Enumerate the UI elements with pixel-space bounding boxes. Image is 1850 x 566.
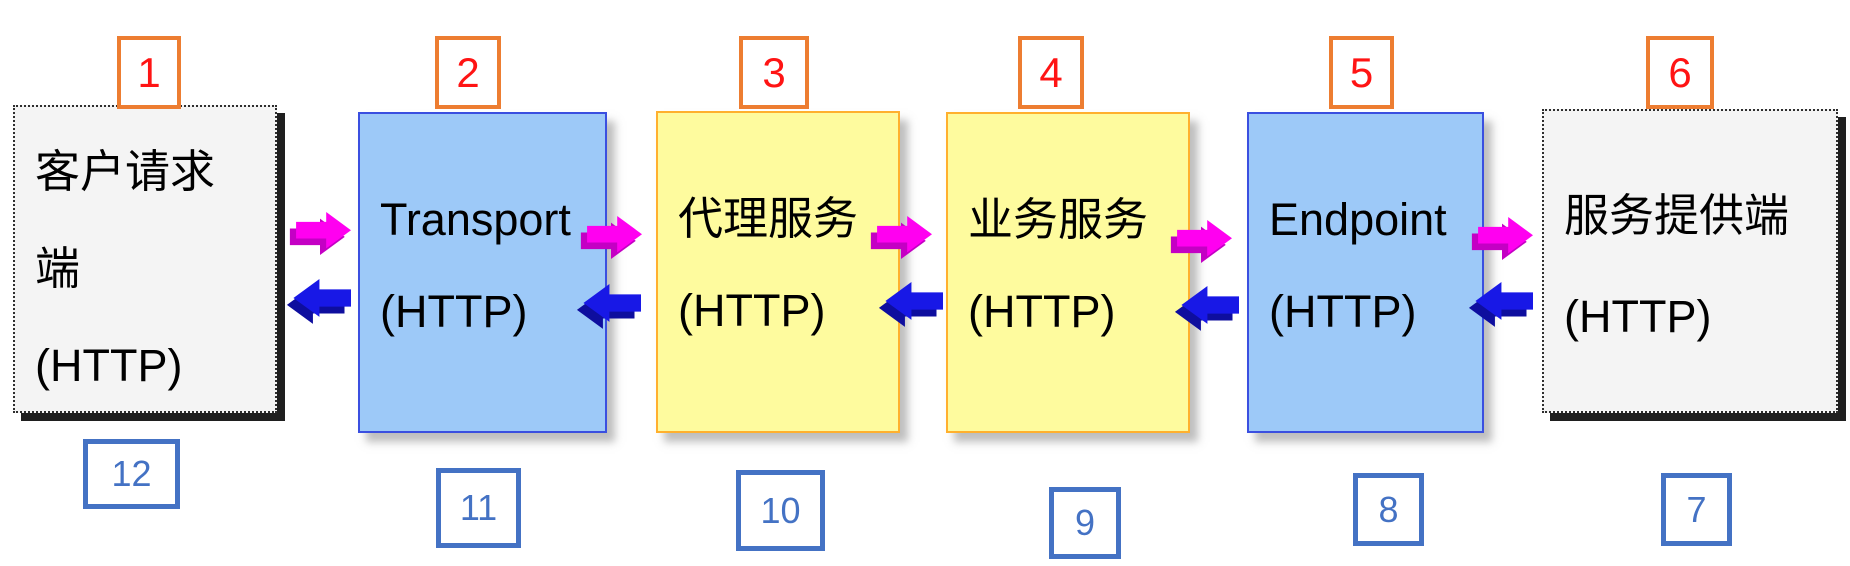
node-protocol-line: (HTTP) [380, 286, 528, 337]
node-protocol-line: (HTTP) [1564, 291, 1712, 342]
step-badge-bottom-7: 7 [1661, 473, 1732, 546]
step-badge-bottom-11: 11 [436, 468, 521, 548]
step-number: 12 [111, 453, 152, 494]
node-transport: Transport (HTTP) [358, 112, 607, 433]
request-arrow-icon [289, 212, 351, 256]
step-badge-top-4: 4 [1018, 36, 1084, 109]
request-arrow-icon [870, 216, 932, 260]
step-number: 8 [1378, 488, 1399, 530]
step-badge-top-2: 2 [435, 36, 501, 109]
step-number: 6 [1668, 48, 1692, 96]
response-arrow-icon [1468, 282, 1533, 327]
node-endpoint: Endpoint (HTTP) [1247, 112, 1484, 433]
step-badge-top-6: 6 [1646, 36, 1714, 109]
node-service-provider: 服务提供端 (HTTP) [1542, 109, 1838, 413]
node-label-line: 代理服务 [678, 193, 859, 244]
response-arrow-icon [1174, 286, 1239, 331]
node-label-line: Endpoint [1269, 194, 1447, 245]
node-protocol-line: (HTTP) [678, 285, 826, 336]
node-label-line: 服务提供端 [1564, 190, 1790, 241]
response-arrow-icon [286, 279, 351, 324]
request-arrow-icon [580, 216, 642, 260]
step-number: 3 [762, 48, 786, 96]
node-proxy-service: 代理服务 (HTTP) [656, 111, 900, 433]
node-label-line: Transport [380, 194, 571, 245]
request-arrow-icon [1170, 220, 1232, 264]
step-badge-top-5: 5 [1329, 36, 1394, 109]
step-number: 11 [459, 487, 498, 528]
request-arrow-icon [1471, 217, 1533, 261]
step-badge-bottom-8: 8 [1353, 473, 1424, 546]
step-badge-bottom-12: 12 [83, 439, 180, 509]
response-arrow-icon [878, 282, 943, 327]
response-arrow-icon [576, 284, 641, 329]
step-number: 10 [760, 489, 801, 531]
step-badge-top-1: 1 [117, 36, 181, 109]
node-label-line: 客户请求 [35, 146, 216, 197]
node-client-requester: 客户请求 端 (HTTP) [13, 105, 277, 413]
step-number: 9 [1074, 502, 1096, 543]
step-badge-top-3: 3 [739, 36, 809, 109]
step-badge-bottom-10: 10 [736, 470, 825, 551]
node-protocol-line: (HTTP) [1269, 286, 1417, 337]
node-protocol-line: (HTTP) [35, 340, 183, 391]
step-number: 1 [137, 48, 161, 96]
node-label-line: 端 [35, 243, 81, 294]
step-number: 4 [1039, 48, 1063, 96]
step-number: 2 [456, 48, 480, 96]
node-business-service: 业务服务 (HTTP) [946, 112, 1190, 433]
step-number: 7 [1686, 488, 1707, 530]
node-label-line: 业务服务 [968, 194, 1149, 245]
step-badge-bottom-9: 9 [1049, 487, 1121, 559]
node-protocol-line: (HTTP) [968, 286, 1116, 337]
step-number: 5 [1349, 48, 1374, 96]
